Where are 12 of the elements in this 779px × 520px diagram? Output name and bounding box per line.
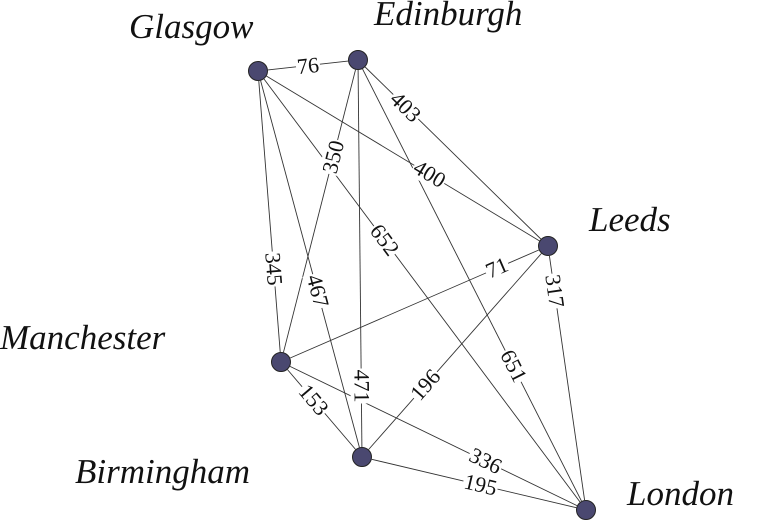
city-name: Edinburgh xyxy=(374,0,522,31)
connector-line xyxy=(358,70,362,448)
edge-label: 471 xyxy=(350,368,372,404)
connector-line xyxy=(264,78,580,502)
city-name: Leeds xyxy=(589,202,671,237)
connector-line xyxy=(260,80,360,448)
connector-line xyxy=(266,76,540,242)
city-name: Glasgow xyxy=(129,9,254,44)
connector-line xyxy=(290,250,540,358)
city-name: Birmingham xyxy=(75,454,250,489)
connector-line xyxy=(362,68,582,502)
city-name: London xyxy=(627,476,734,511)
